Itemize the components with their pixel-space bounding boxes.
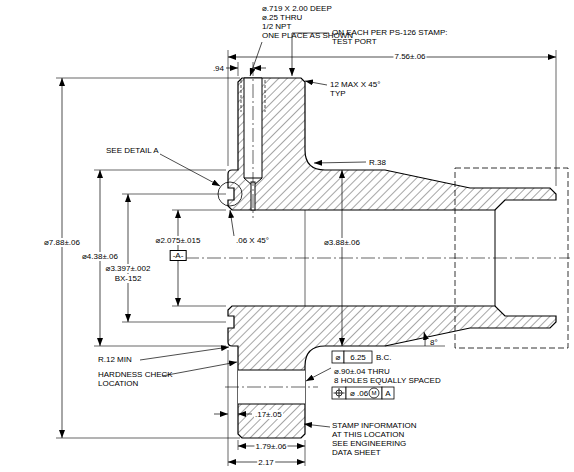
holes [238, 78, 495, 404]
note: R.12 MIN [98, 355, 132, 364]
note: R.38 [369, 158, 386, 167]
note: LOCATION [98, 379, 138, 388]
dimension: ⌀3.88±.06 [323, 238, 361, 247]
note: ⌀.90±.04 THRU [334, 367, 390, 376]
modifier: M [372, 390, 377, 397]
note: 12 MAX X 45° [330, 80, 380, 89]
extension-lines [56, 50, 556, 466]
dimension: 7.56±.06 [393, 52, 426, 61]
note: ⌀.25 THRU [262, 13, 302, 22]
note: .06 X 45° [236, 236, 269, 245]
detail-boundary [455, 168, 568, 348]
frame-datum: A [385, 389, 390, 398]
lower-section [228, 306, 556, 438]
note: SEE DETAIL A [106, 146, 158, 155]
dimension: .94 [213, 64, 224, 73]
dimension-lines [62, 57, 556, 462]
dimension: ⌀7.88±.06 [43, 238, 81, 247]
note: 8 HOLES EQUALLY SPACED [334, 376, 441, 385]
control-frames [332, 351, 394, 399]
leader-lines [140, 33, 366, 427]
dimension: .17±.05 [254, 410, 283, 419]
note: AT THIS LOCATION [332, 430, 404, 439]
upper-section [228, 78, 556, 210]
dimension: 8° [430, 338, 438, 347]
note: B.C. [376, 353, 392, 362]
dimension: ⌀3.397±.002 [105, 264, 152, 273]
frame-value: ⌀ .06 [350, 389, 368, 398]
dimension: ⌀2.075±.015 [155, 236, 202, 245]
note: HARDNESS CHECK [98, 370, 173, 379]
datum-label: -A- [170, 250, 187, 261]
dimension: ⌀4.38±.06 [81, 252, 119, 261]
note: SEE ENGINEERING [332, 439, 406, 448]
note: TEST PORT [332, 37, 377, 46]
note: STAMP INFORMATION [332, 421, 416, 430]
dimension: BX-152 [114, 274, 143, 283]
note: TYP [330, 89, 346, 98]
frame-symbol: ⌀ [336, 353, 341, 362]
note: ⌀.719 X 2.00 DEEP [262, 4, 332, 13]
note: ON EACH PER PS-126 STAMP: [332, 28, 447, 37]
dimension: 2.17 [257, 458, 275, 467]
note: 1/2 NPT [262, 22, 291, 31]
center-lines [185, 62, 570, 387]
note: DATA SHEET [332, 448, 381, 457]
frame-value: 6.25 [350, 353, 366, 362]
dimension: 1.79±.06 [254, 442, 287, 451]
